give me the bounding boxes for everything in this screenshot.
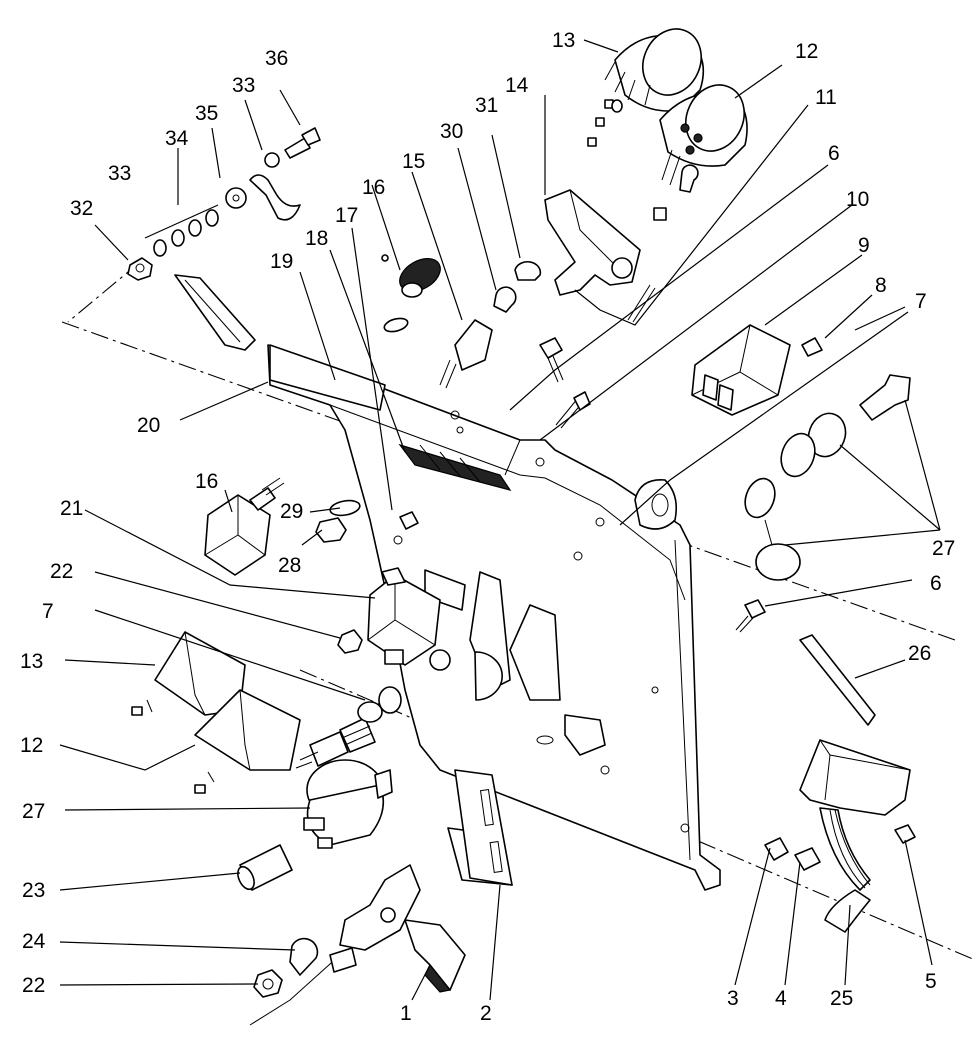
cable-clamp bbox=[289, 937, 319, 976]
callout-5: 5 bbox=[925, 970, 937, 993]
callout-19: 19 bbox=[270, 250, 293, 273]
callout-12-top: 12 bbox=[795, 40, 818, 63]
callout-11: 11 bbox=[815, 86, 837, 109]
callout-15: 15 bbox=[402, 150, 425, 173]
terminal-4 bbox=[794, 847, 821, 871]
callout-10: 10 bbox=[846, 188, 869, 211]
callout-29: 29 bbox=[280, 500, 303, 523]
terminal-3 bbox=[764, 837, 789, 861]
callout-25: 25 bbox=[830, 987, 853, 1010]
gauge-12 bbox=[653, 84, 748, 221]
callout-4: 4 bbox=[775, 987, 787, 1010]
callout-24: 24 bbox=[22, 930, 46, 953]
callout-12-left: 12 bbox=[20, 734, 43, 757]
key-27 bbox=[859, 374, 911, 421]
lens-31 bbox=[514, 260, 542, 281]
screw-11 bbox=[539, 337, 564, 383]
cap-27 bbox=[744, 477, 801, 581]
callout-23: 23 bbox=[22, 879, 45, 902]
module-9 bbox=[691, 324, 791, 416]
callout-26: 26 bbox=[908, 642, 931, 665]
callout-35: 35 bbox=[195, 102, 218, 125]
handle-14 bbox=[544, 189, 641, 296]
nut-28 bbox=[315, 517, 347, 543]
callout-27-right: 27 bbox=[932, 537, 955, 560]
spacer-tube bbox=[237, 844, 293, 891]
gauge-bracket-12 bbox=[194, 689, 301, 794]
callout-20: 20 bbox=[137, 414, 160, 437]
callout-34: 34 bbox=[165, 127, 189, 150]
callout-14: 14 bbox=[505, 74, 529, 97]
throttle-lever bbox=[249, 864, 466, 1026]
lock-washer-29 bbox=[329, 499, 361, 517]
bushing-17 bbox=[399, 511, 419, 530]
callout-28: 28 bbox=[278, 554, 301, 577]
callout-9: 9 bbox=[858, 234, 870, 257]
rubber-boot-7 bbox=[634, 479, 678, 530]
toggle-switch-lower bbox=[204, 477, 285, 576]
callout-13-top: 13 bbox=[552, 29, 575, 52]
switch-plate-20 bbox=[269, 344, 386, 411]
callout-31: 31 bbox=[475, 94, 498, 117]
bulb-30 bbox=[493, 286, 517, 313]
callout-7-left: 7 bbox=[42, 600, 54, 623]
gauge-13 bbox=[587, 28, 705, 147]
callout-1: 1 bbox=[400, 1002, 412, 1025]
dash-panel bbox=[267, 344, 721, 891]
callout-32: 32 bbox=[70, 197, 93, 220]
callout-33-top: 33 bbox=[232, 74, 255, 97]
callout-33-left: 33 bbox=[108, 162, 131, 185]
callout-16-top: 16 bbox=[362, 176, 385, 199]
callout-2: 2 bbox=[480, 1002, 492, 1025]
callout-17: 17 bbox=[335, 204, 358, 227]
knob-16 bbox=[381, 254, 441, 333]
callout-18: 18 bbox=[305, 227, 328, 250]
callout-30: 30 bbox=[440, 120, 463, 143]
callout-3: 3 bbox=[727, 987, 739, 1010]
strap-19 bbox=[174, 274, 256, 351]
hex-nut-upper bbox=[337, 629, 363, 654]
relay bbox=[367, 567, 441, 666]
connector-block bbox=[799, 739, 911, 933]
callout-22-lower: 22 bbox=[22, 974, 45, 997]
leader-lines bbox=[59, 39, 941, 1001]
callout-8: 8 bbox=[875, 274, 887, 297]
callout-16-left: 16 bbox=[195, 470, 218, 493]
hex-nut-lower bbox=[253, 969, 283, 998]
nut-5 bbox=[894, 824, 916, 844]
harness-strap-26 bbox=[799, 634, 876, 726]
screw-8 bbox=[801, 337, 823, 357]
ignition-switch bbox=[303, 759, 393, 849]
lamp-socket-assembly bbox=[295, 686, 402, 769]
callout-6-right: 6 bbox=[930, 572, 942, 595]
lamp-holder-15 bbox=[439, 319, 493, 389]
callout-13-left: 13 bbox=[20, 650, 43, 673]
bolt-10 bbox=[555, 391, 591, 429]
screw-6-right bbox=[735, 599, 766, 633]
callout-22-upper: 22 bbox=[50, 560, 73, 583]
bolt-11-long bbox=[627, 284, 656, 323]
bezel-27 bbox=[780, 412, 847, 478]
callout-7-right: 7 bbox=[915, 290, 927, 313]
slide-plate bbox=[447, 769, 513, 886]
hardware-stack bbox=[127, 127, 321, 281]
callout-36: 36 bbox=[265, 47, 288, 70]
callout-27-left: 27 bbox=[22, 800, 45, 823]
callout-6-top: 6 bbox=[828, 142, 840, 165]
callout-21: 21 bbox=[60, 497, 83, 520]
callout-labels: 1 2 3 4 25 5 6 6 7 7 8 9 10 11 12 12 13 … bbox=[20, 29, 955, 1025]
